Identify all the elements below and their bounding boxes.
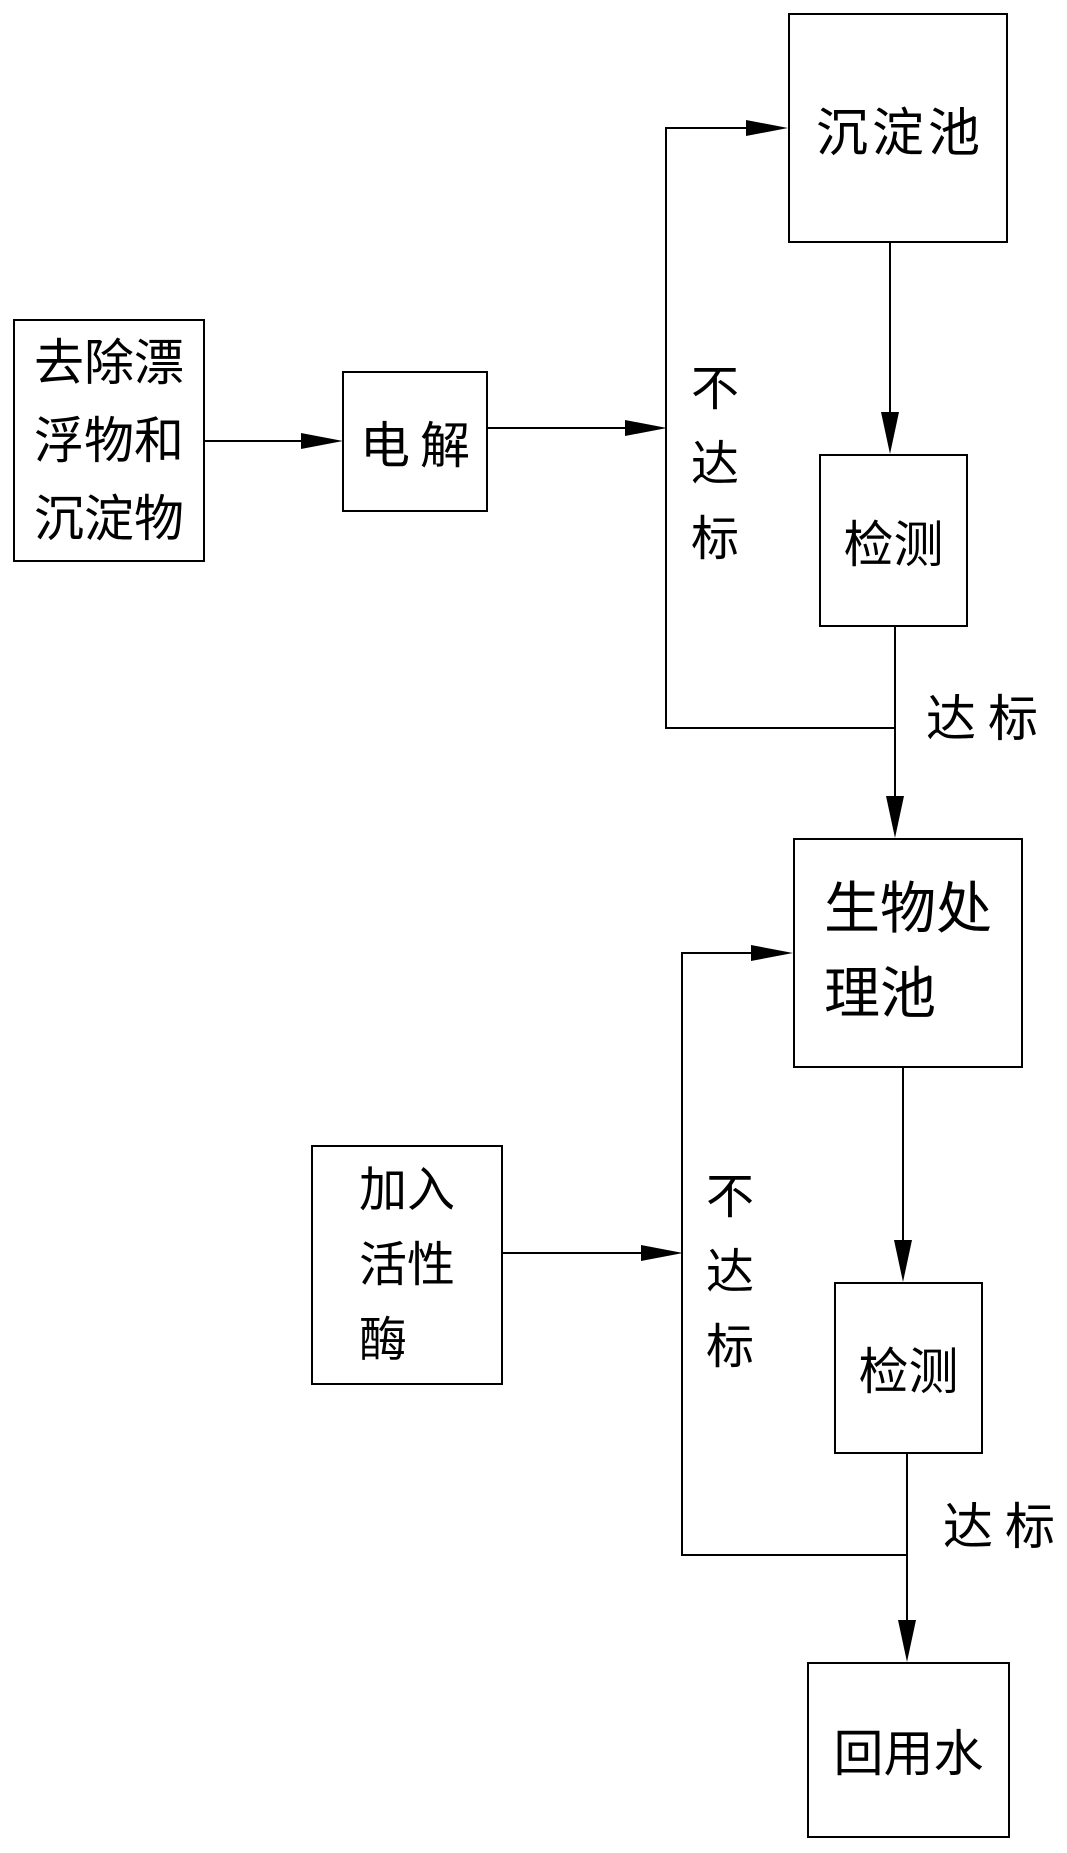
node-add-active-enzyme: 加入活性酶 (311, 1145, 503, 1385)
edge-pretreatment-to-electrolysis (205, 440, 305, 442)
label-not-up-to-standard-2: 不达标 (705, 1171, 754, 1374)
node-pretreatment: 去除漂浮物和沉淀物 (13, 319, 205, 562)
arrowhead-into-inspection-1-icon (881, 412, 899, 454)
edge-fail-return-1 (665, 727, 896, 729)
arrowhead-into-junction-1-icon (625, 420, 667, 436)
arrowhead-into-electrolysis-icon (301, 433, 343, 449)
arrowhead-into-inspection-2-icon (894, 1240, 912, 1282)
edge-into-sedimentation (665, 127, 750, 129)
arrowhead-into-junction-2-icon (641, 1245, 683, 1261)
node-reuse-water: 回用水 (807, 1662, 1010, 1838)
edge-into-biotreatment-side (681, 952, 753, 954)
node-reuse-water-label: 回用水 (833, 1726, 984, 1782)
node-inspection-1-label: 检测 (843, 516, 944, 573)
edge-sedimentation-to-inspection1 (889, 243, 891, 415)
node-inspection-2: 检测 (834, 1282, 983, 1454)
edge-recycle-riser-1 (665, 127, 667, 729)
node-sedimentation-tank: 沉淀池 (788, 13, 1008, 243)
node-add-active-enzyme-label: 加入活性酶 (359, 1163, 456, 1367)
edge-enzyme-to-junction (503, 1252, 643, 1254)
node-sedimentation-tank-label: 沉淀池 (815, 105, 984, 163)
arrowhead-into-biotreatment-side-icon (751, 945, 793, 961)
edge-biotreatment-to-inspection2 (902, 1068, 904, 1242)
edge-inspection2-to-reuse (906, 1454, 908, 1622)
node-pretreatment-label: 去除漂浮物和沉淀物 (34, 334, 184, 547)
arrowhead-into-sedimentation-icon (746, 120, 788, 136)
arrowhead-into-reuse-water-icon (898, 1620, 916, 1662)
node-electrolysis: 电解 (342, 371, 488, 512)
label-up-to-standard-1: 达标 (926, 691, 1050, 747)
edge-inspection1-to-biotreatment (894, 627, 896, 799)
edge-recycle-riser-2 (681, 952, 683, 1556)
label-up-to-standard-2: 达标 (943, 1499, 1067, 1555)
arrowhead-into-biotreatment-top-icon (886, 796, 904, 838)
node-inspection-2-label: 检测 (858, 1344, 959, 1400)
edge-electrolysis-to-junction (488, 427, 628, 429)
node-bio-treatment-tank-label: 生物处理池 (824, 879, 992, 1026)
node-electrolysis-label: 电解 (360, 417, 480, 474)
node-inspection-1: 检测 (819, 454, 968, 627)
label-not-up-to-standard-1: 不达标 (690, 363, 739, 566)
node-bio-treatment-tank: 生物处理池 (793, 838, 1023, 1068)
edge-fail-return-2 (681, 1554, 908, 1556)
